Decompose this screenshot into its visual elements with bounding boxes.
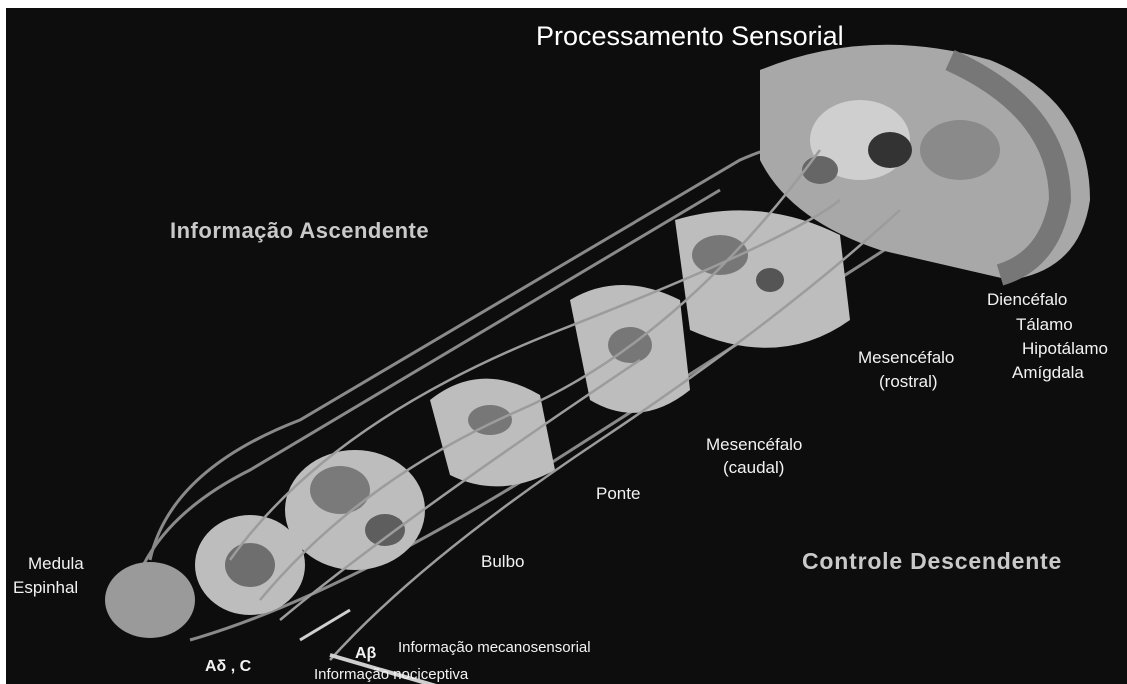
label-medula: Medula [28, 555, 84, 573]
label-mesencefalo-caudal: Mesencéfalo [706, 436, 802, 454]
label-rostral: (rostral) [879, 373, 938, 391]
slice-mes-rostral [675, 210, 850, 347]
label-mesencefalo-rostral: Mesencéfalo [858, 349, 954, 367]
label-diencefalo: Diencéfalo [987, 291, 1067, 309]
label-informacao-ascendente: Informação Ascendente [170, 219, 429, 242]
label-espinhal: Espinhal [13, 579, 78, 597]
label-adelta-c: Aδ , C [205, 659, 251, 676]
slice-ponte [430, 379, 555, 487]
title-processamento-sensorial: Processamento Sensorial [536, 22, 844, 50]
label-informacao-mecanosensorial: Informação mecanosensorial [398, 640, 591, 656]
label-amigdala: Amígdala [1012, 364, 1084, 382]
label-controle-descendente: Controle Descendente [802, 549, 1062, 573]
label-hipotalamo: Hipotálamo [1022, 340, 1108, 358]
label-informacao-nociceptiva: Informação nociceptiva [314, 667, 468, 683]
label-abeta: Aβ [355, 646, 376, 663]
label-talamo: Tálamo [1016, 316, 1073, 334]
label-caudal: (caudal) [723, 459, 784, 477]
fibre-mechanosensory [300, 610, 350, 640]
slice-medula [105, 515, 305, 638]
label-ponte: Ponte [596, 485, 640, 503]
label-bulbo: Bulbo [481, 553, 524, 571]
